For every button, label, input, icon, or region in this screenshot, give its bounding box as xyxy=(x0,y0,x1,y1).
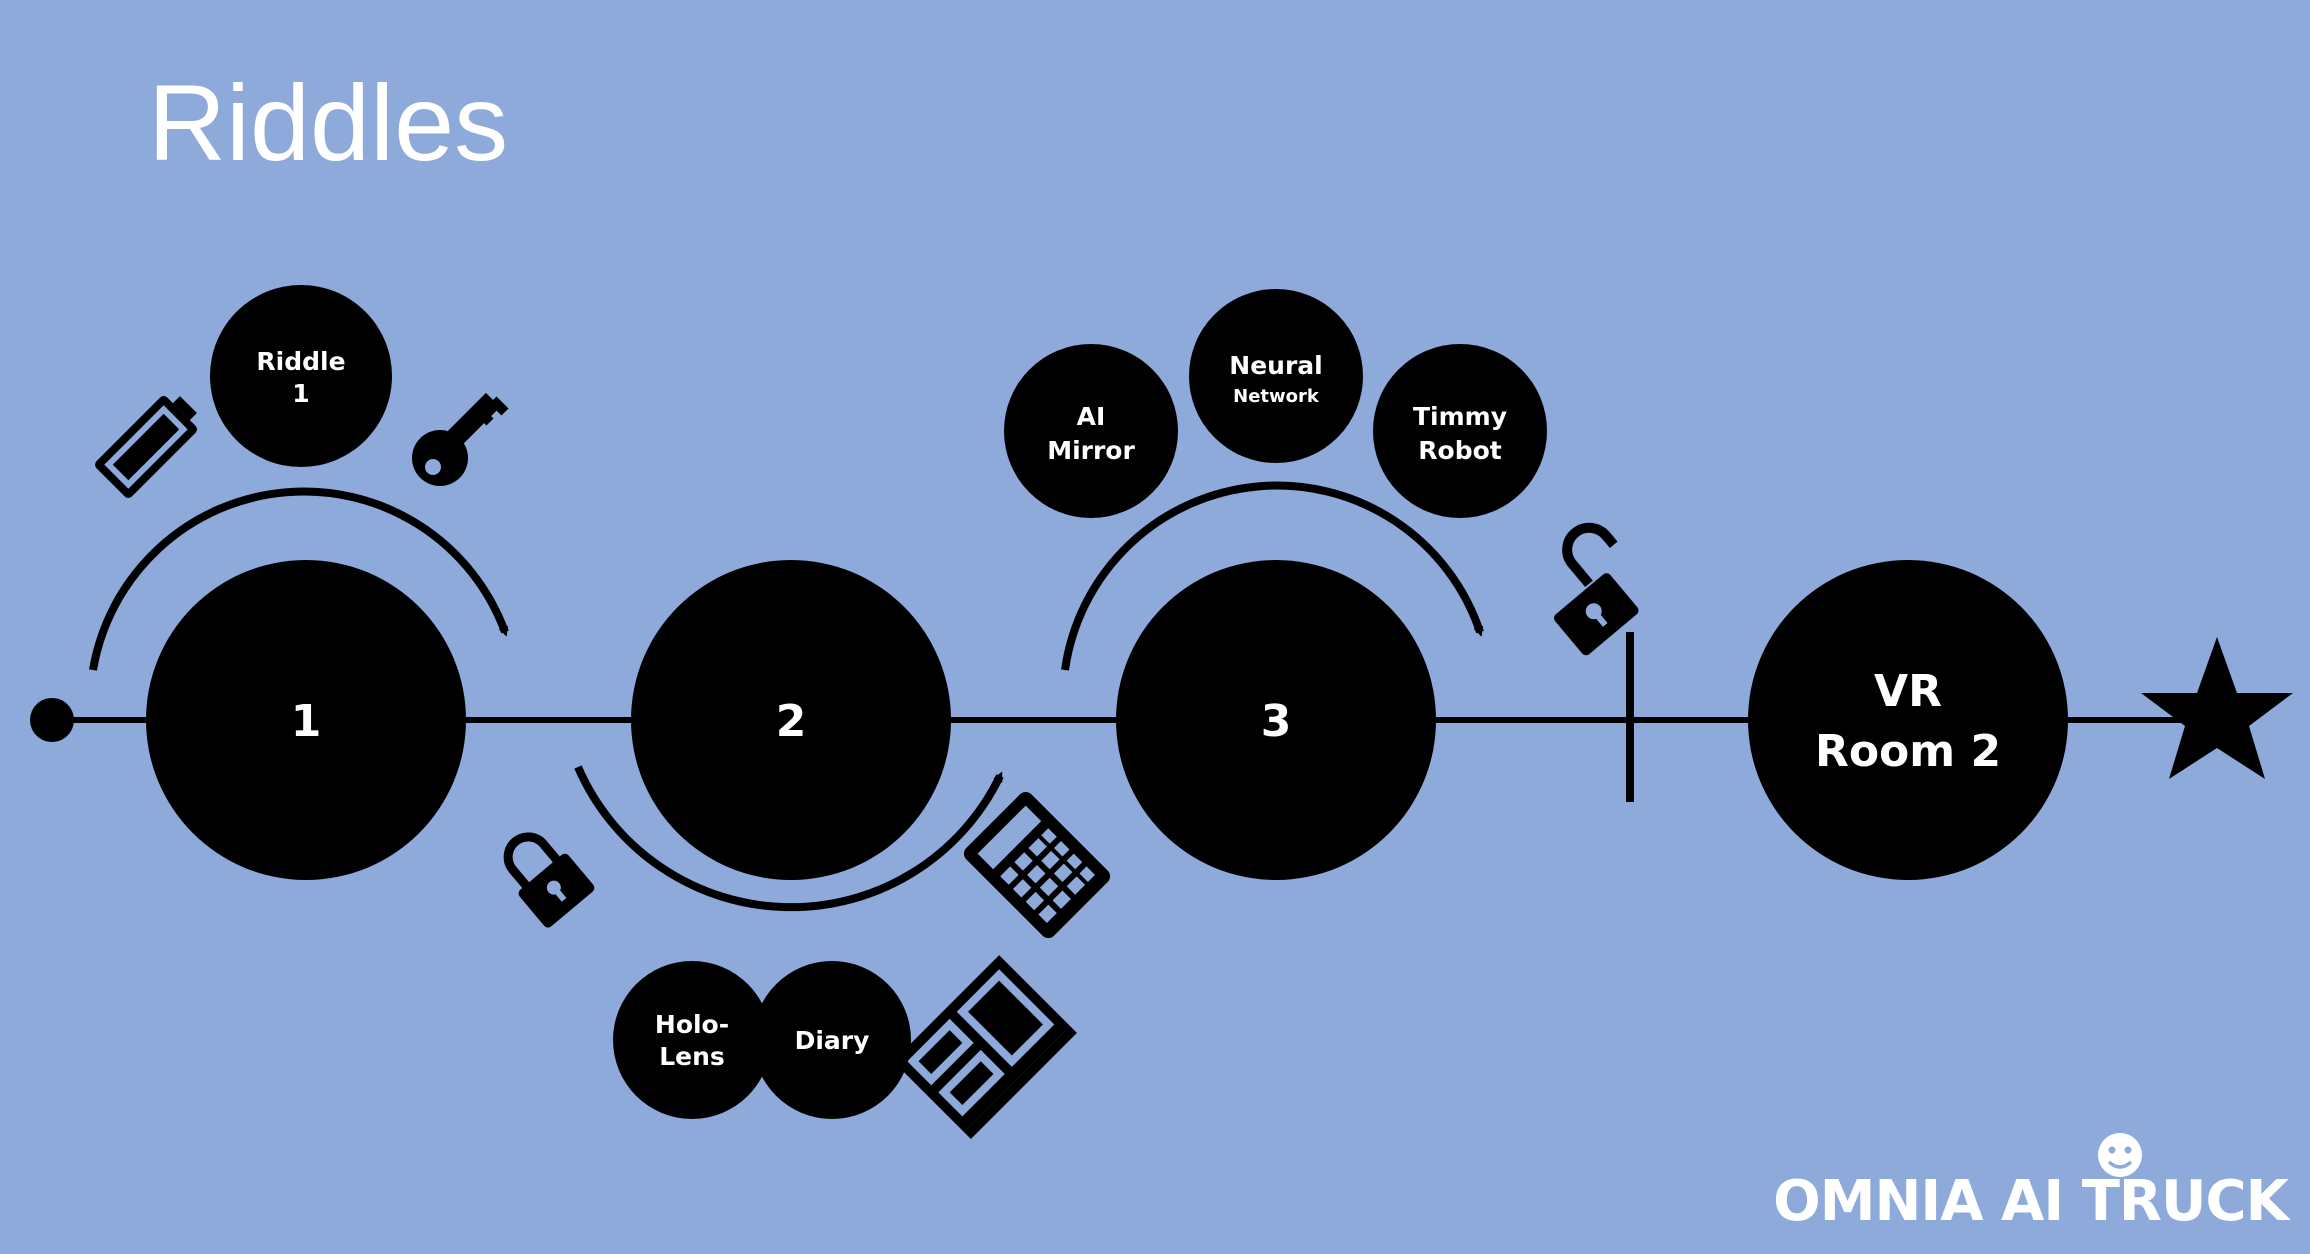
step-2-label: 2 xyxy=(776,696,807,747)
arrow-step2 xyxy=(574,765,1004,912)
step-3-node: 3 xyxy=(1116,560,1436,880)
start-dot xyxy=(30,698,74,742)
vr-label: VR xyxy=(1874,666,1942,717)
network-label: Network xyxy=(1233,386,1320,407)
diary-item: Diary xyxy=(753,961,911,1119)
timmy-label: Timmy xyxy=(1413,402,1507,431)
page-title: Riddles xyxy=(148,62,509,183)
room-label: Room 2 xyxy=(1815,726,2001,777)
riddle-number: 1 xyxy=(292,379,309,408)
robot-label: Robot xyxy=(1418,436,1501,465)
calculator-icon xyxy=(963,791,1111,939)
key-icon xyxy=(412,392,509,486)
mirror-label: Mirror xyxy=(1047,436,1135,465)
step-1-label: 1 xyxy=(291,696,322,747)
star-icon xyxy=(2141,637,2293,779)
neural-label: Neural xyxy=(1229,351,1322,380)
riddle-1-item: Riddle 1 xyxy=(210,285,392,467)
arrow-step1 xyxy=(89,487,509,671)
step-2-node: 2 xyxy=(631,560,951,880)
ai-label: AI xyxy=(1077,402,1106,431)
unlocked-padlock-icon xyxy=(1554,522,1639,656)
smiley-icon xyxy=(2098,1133,2142,1177)
diary-label: Diary xyxy=(795,1026,870,1055)
folders-icon xyxy=(893,955,1077,1139)
riddle-label: Riddle xyxy=(256,347,345,376)
vr-room-node: VR Room 2 xyxy=(1748,560,2068,880)
neural-network-item: Neural Network xyxy=(1189,289,1363,463)
step-3-label: 3 xyxy=(1261,696,1292,747)
lens-label: Lens xyxy=(659,1042,725,1071)
holo-label: Holo- xyxy=(655,1010,729,1039)
battery-icon xyxy=(95,396,197,498)
omnia-logo: OMNIA AI TRUCK xyxy=(1773,1169,2289,1234)
step-1-node: 1 xyxy=(146,560,466,880)
ai-mirror-item: AI Mirror xyxy=(1004,344,1178,518)
timmy-robot-item: Timmy Robot xyxy=(1373,344,1547,518)
arrow-step3 xyxy=(1061,481,1484,671)
padlock-icon xyxy=(503,832,595,928)
hololens-item: Holo- Lens xyxy=(613,961,771,1119)
